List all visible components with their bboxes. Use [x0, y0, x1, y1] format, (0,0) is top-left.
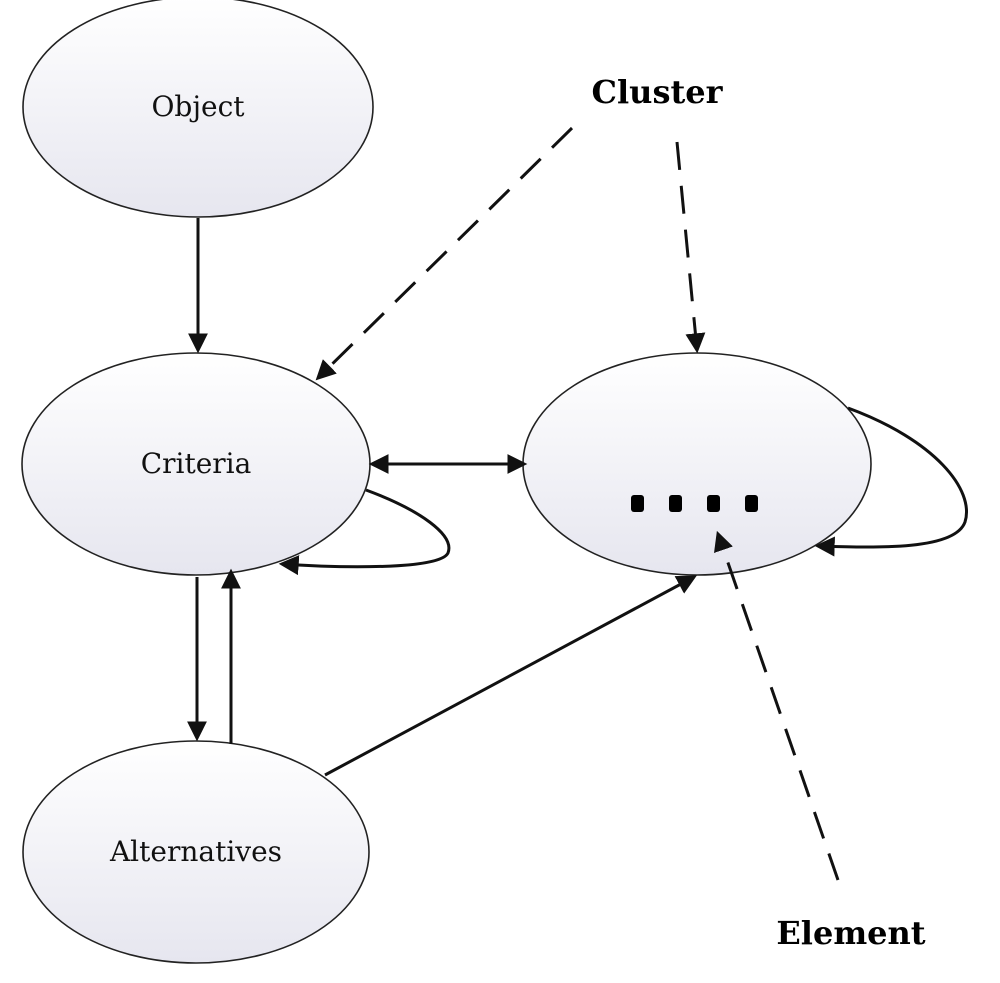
element-dot: [745, 495, 758, 512]
element-dot: [669, 495, 682, 512]
edge-cluster-self-loop: [814, 406, 968, 557]
cluster-pointer-to-cluster-node: [675, 141, 706, 354]
alternatives-label: Alternatives: [109, 835, 282, 868]
cluster-elements: [631, 495, 758, 512]
element-dot: [631, 495, 644, 512]
element-dot: [707, 495, 720, 512]
criteria-node: Criteria: [21, 352, 371, 576]
alternatives-node: Alternatives: [22, 740, 370, 964]
element-pointer-to-dots: [714, 530, 840, 881]
edge-alternatives-to-cluster: [324, 575, 697, 777]
cluster-node: [522, 352, 872, 576]
edge-criteria-self-loop: [278, 488, 451, 576]
criteria-label: Criteria: [141, 447, 252, 480]
cluster-annotation-label: Cluster: [592, 73, 724, 111]
object-node: Object: [22, 0, 374, 218]
object-label: Object: [151, 90, 245, 123]
element-annotation-label: Element: [776, 914, 925, 952]
cluster-pointer-to-criteria: [315, 126, 574, 381]
